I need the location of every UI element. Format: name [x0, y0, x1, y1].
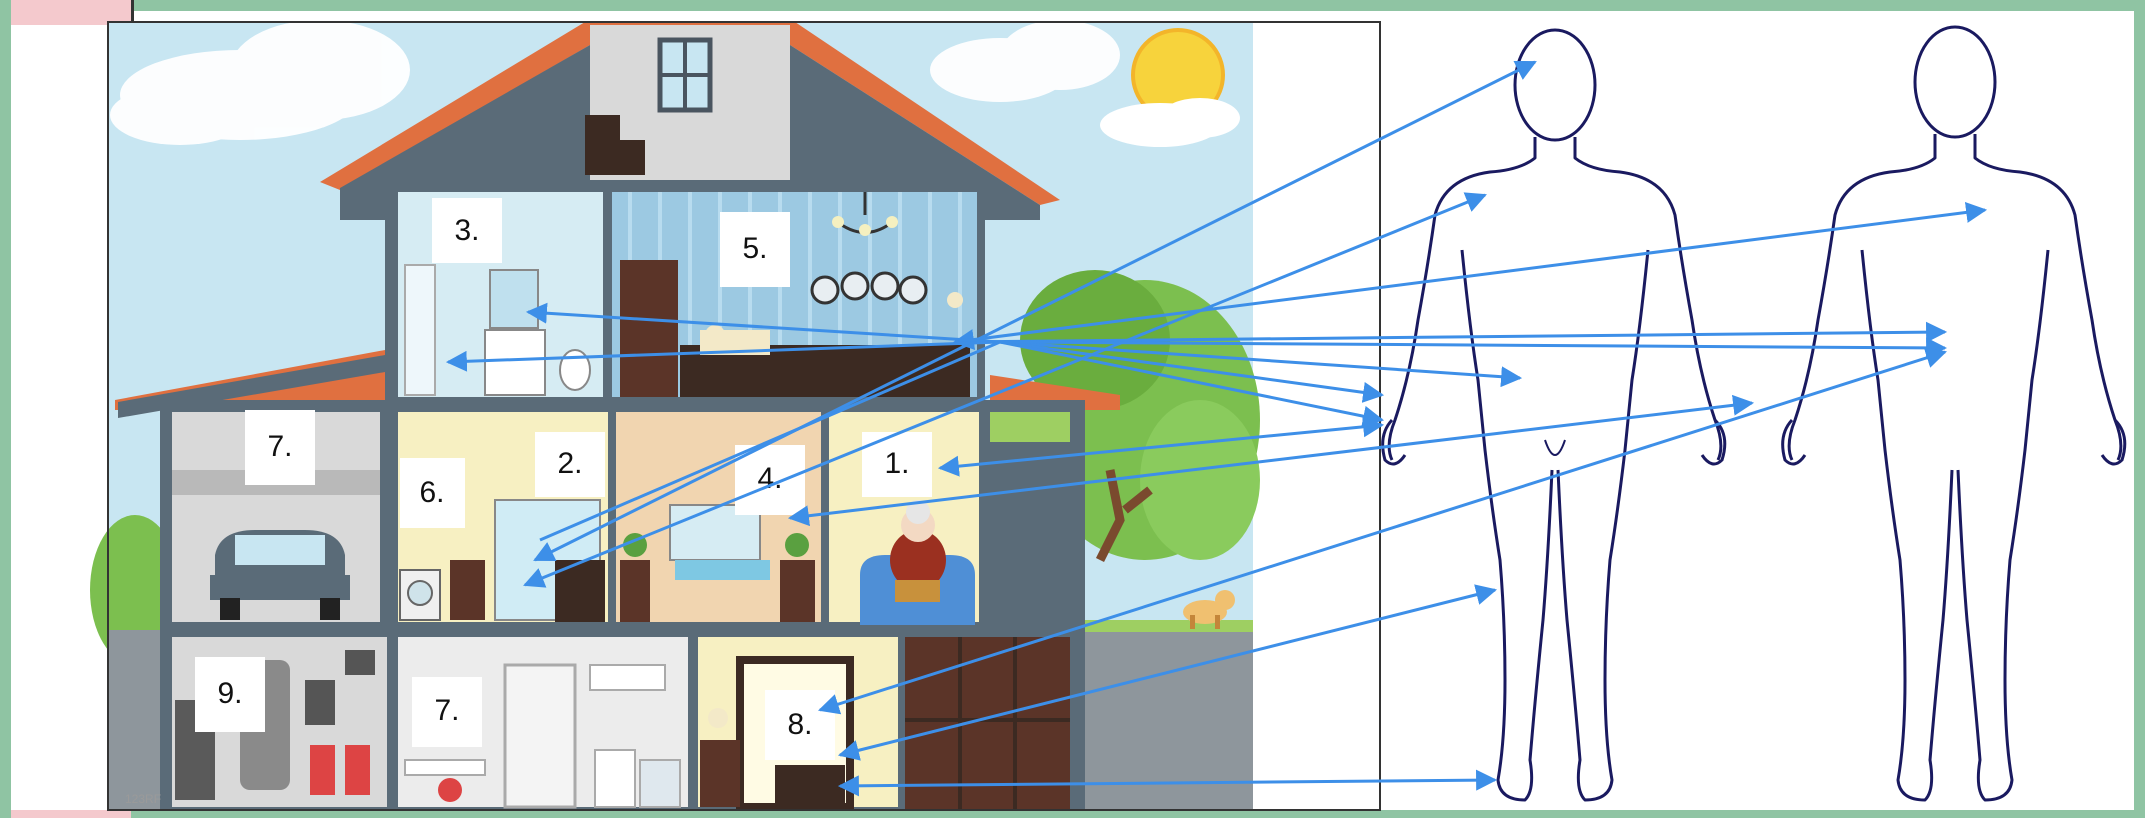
room-label-7-basement: 7.: [412, 677, 482, 747]
room-label-text: 7.: [267, 430, 292, 463]
body-back-figure: [1783, 27, 2125, 800]
sink-cabinet: [485, 330, 545, 395]
room-label-text: 3.: [454, 214, 479, 247]
room-label-text: 1.: [884, 447, 909, 480]
shower-icon: [405, 265, 435, 395]
room-label-9: 9.: [195, 657, 265, 732]
nightstand-icon: [700, 740, 740, 807]
room-label-6: 6.: [400, 458, 465, 528]
room-label-text: 2.: [557, 447, 582, 480]
fire-extinguisher-icon: [310, 745, 335, 795]
room-label-5: 5.: [720, 212, 790, 287]
room-label-text: 8.: [787, 708, 812, 741]
room-label-text: 6.: [419, 476, 444, 509]
mirror-icon: [490, 270, 538, 328]
room-label-3: 3.: [432, 198, 502, 263]
body-front-figure: [1383, 30, 1725, 800]
room-label-text: 9.: [217, 677, 242, 710]
dining-table-icon: [675, 560, 770, 580]
lawn: [1080, 620, 1253, 632]
room-label-2: 2.: [535, 432, 605, 497]
shelf-icon: [590, 665, 665, 690]
room-label-text: 7.: [434, 694, 459, 727]
room-label-text: 5.: [742, 232, 767, 265]
bedroom-door: [620, 260, 678, 397]
cabinet-icon: [450, 560, 485, 620]
room-label-1: 1.: [862, 432, 932, 497]
workbench-icon: [405, 760, 485, 775]
watermark: 123RF: [125, 792, 161, 806]
side-window: [990, 412, 1070, 442]
basement-door: [505, 665, 575, 807]
room-label-8: 8.: [765, 690, 835, 760]
room-label-7-garage: 7.: [245, 410, 315, 485]
lamp-icon: [705, 325, 725, 345]
